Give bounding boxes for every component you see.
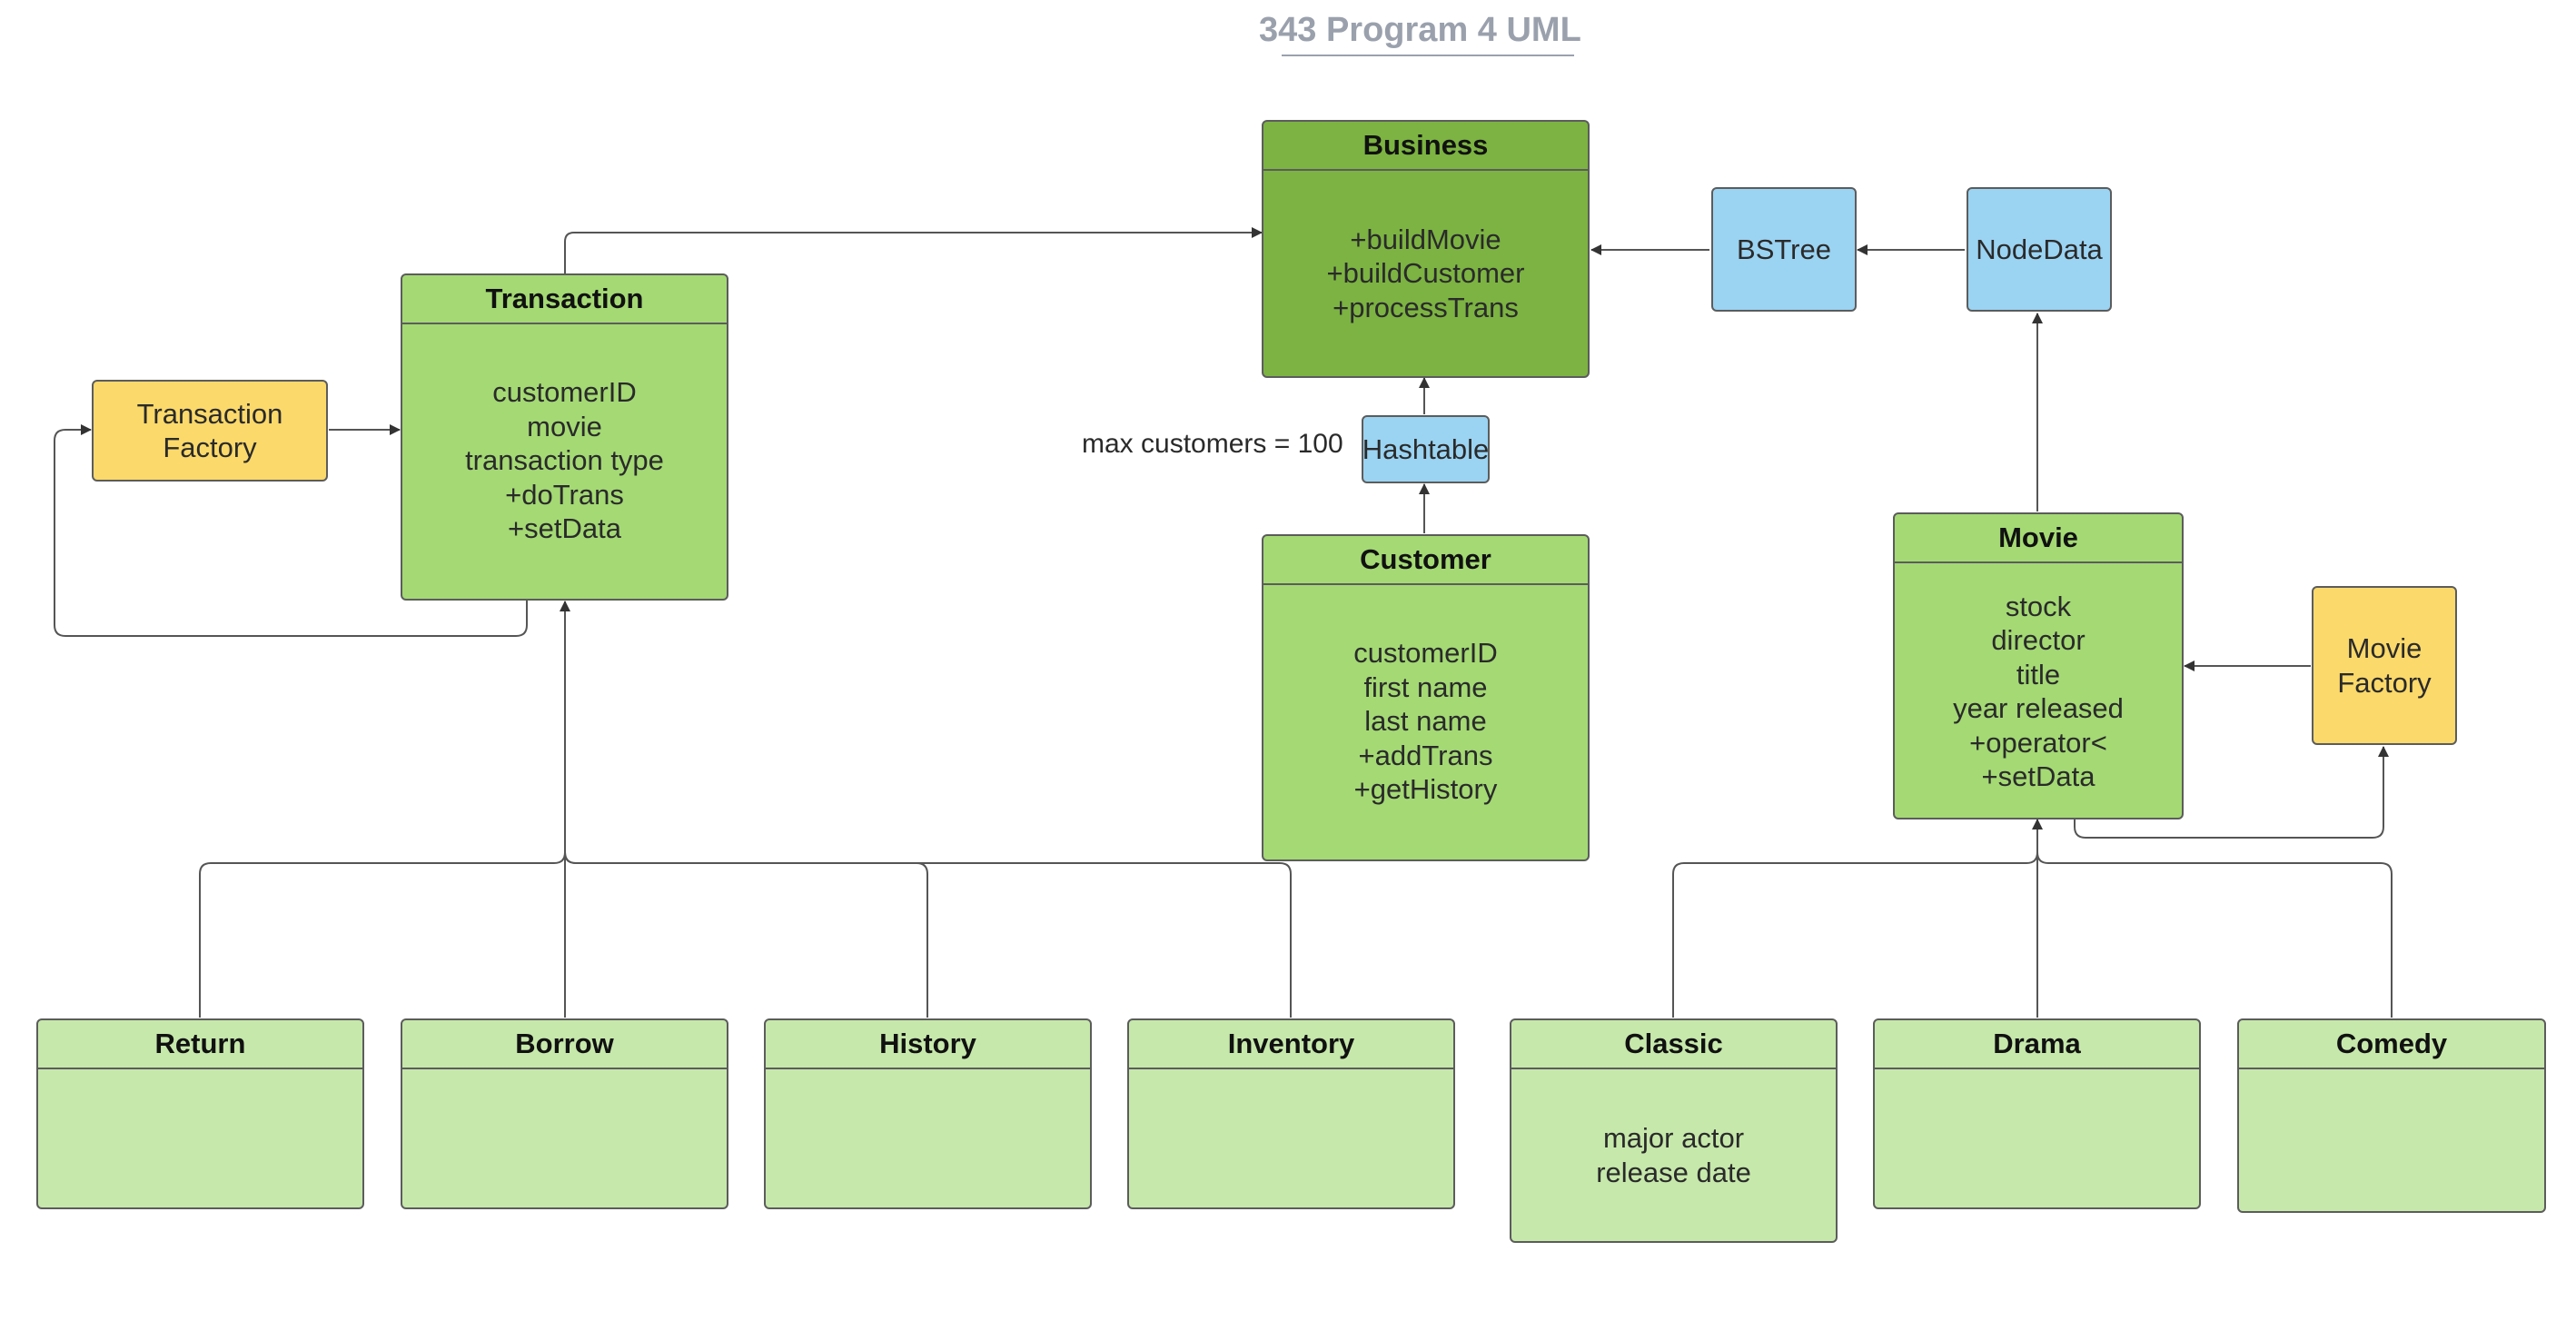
class-name: History: [766, 1020, 1090, 1069]
customer-class[interactable]: Customer customerID first name last name…: [1262, 534, 1590, 861]
page-title: 343 Program 4 UML: [1259, 11, 1581, 49]
class-name: Drama: [1875, 1020, 2199, 1069]
class-members: customerID movie transaction type +doTra…: [402, 324, 727, 597]
member: title: [2016, 658, 2061, 690]
drama-class[interactable]: Drama: [1873, 1018, 2201, 1209]
member: stock: [2005, 590, 2072, 622]
member: year released: [1953, 692, 2124, 724]
edge-comedy-movie: [2036, 851, 2393, 1018]
business-class[interactable]: Business +buildMovie +buildCustomer +pro…: [1262, 120, 1590, 378]
member: last name: [1364, 705, 1487, 738]
edge-classic-movie: [1672, 851, 2038, 1018]
class-name: Transaction: [402, 275, 727, 324]
member: director: [1991, 624, 2086, 656]
classic-class[interactable]: Classic major actor release date: [1510, 1018, 1838, 1243]
hashtable-note: max customers = 100: [1082, 429, 1343, 459]
member: +processTrans: [1333, 291, 1519, 323]
member: movie: [527, 410, 602, 442]
member: +setData: [508, 512, 621, 545]
inventory-class[interactable]: Inventory: [1127, 1018, 1455, 1209]
member: major actor: [1602, 1122, 1745, 1154]
class-name: Customer: [1263, 536, 1588, 585]
edge-return-transaction: [199, 851, 566, 1018]
transaction-class[interactable]: Transaction customerID movie transaction…: [401, 273, 728, 601]
class-members: customerID first name last name +addTran…: [1263, 585, 1588, 858]
edge-history-transaction: [564, 851, 928, 1018]
class-name: Comedy: [2239, 1020, 2544, 1069]
member: +operator<: [1969, 726, 2107, 759]
member: +doTrans: [505, 478, 624, 511]
class-members: +buildMovie +buildCustomer +processTrans: [1263, 171, 1588, 376]
member: +getHistory: [1353, 773, 1498, 806]
class-name: Return: [38, 1020, 362, 1069]
edge-transaction-tfactory-loop: [54, 424, 528, 637]
class-name: Borrow: [402, 1020, 727, 1069]
history-class[interactable]: History: [764, 1018, 1092, 1209]
title-underline: [1282, 55, 1574, 56]
movie-class[interactable]: Movie stock director title year released…: [1893, 512, 2184, 820]
borrow-class[interactable]: Borrow: [401, 1018, 728, 1209]
return-class[interactable]: Return: [36, 1018, 364, 1209]
class-name: Inventory: [1129, 1020, 1453, 1069]
class-members: major actor release date: [1511, 1069, 1836, 1241]
member: +setData: [1981, 760, 2095, 792]
edge-transaction-business: [564, 227, 1263, 273]
comedy-class[interactable]: Comedy: [2237, 1018, 2546, 1213]
member: +buildMovie: [1350, 223, 1501, 255]
edge-inventory-transaction: [564, 851, 1292, 1018]
hashtable-box[interactable]: Hashtable: [1362, 415, 1490, 483]
member: customerID: [1353, 637, 1498, 670]
movie-factory-box[interactable]: Movie Factory: [2312, 586, 2457, 745]
member: release date: [1596, 1156, 1751, 1188]
member: +buildCustomer: [1326, 257, 1525, 290]
class-members: stock director title year released +oper…: [1895, 563, 2182, 818]
edge-movie-mfactory-loop: [2074, 746, 2389, 839]
member: transaction type: [465, 444, 664, 477]
class-name: Classic: [1511, 1020, 1836, 1069]
nodedata-box[interactable]: NodeData: [1967, 187, 2112, 312]
transaction-factory-box[interactable]: Transaction Factory: [92, 380, 328, 482]
bstree-box[interactable]: BSTree: [1711, 187, 1857, 312]
class-name: Movie: [1895, 514, 2182, 563]
member: first name: [1363, 670, 1488, 703]
class-name: Business: [1263, 122, 1588, 171]
member: +addTrans: [1358, 739, 1493, 771]
member: customerID: [492, 376, 637, 409]
